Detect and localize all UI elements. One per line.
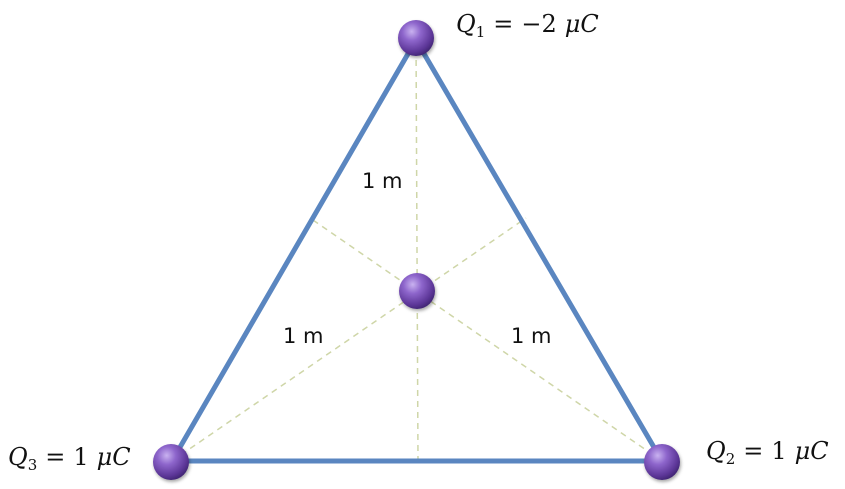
distance-label-left: 1 m: [283, 324, 324, 348]
altitude-bottom-right: [309, 217, 663, 462]
charge-sphere-q1: [398, 20, 434, 56]
guide-lines: [171, 37, 663, 462]
distance-label-top: 1 m: [362, 169, 403, 193]
charge-value: 1: [771, 437, 786, 465]
edge-left: [169, 37, 419, 464]
charge-sphere-q2: [644, 444, 680, 480]
distance-labels: 1 m 1 m 1 m: [283, 169, 552, 348]
charge-symbol: Q: [706, 437, 726, 465]
charge-symbol: Q: [456, 10, 476, 38]
altitude-top: [415, 37, 419, 462]
charge-unit: μC: [795, 437, 829, 465]
equals-sign: =: [493, 10, 513, 38]
charge-index: 1: [476, 23, 486, 41]
charge-value: 1: [73, 443, 88, 471]
altitude-bottom-left: [171, 217, 527, 462]
charge-index: 2: [726, 450, 736, 468]
charge-unit: μC: [97, 443, 131, 471]
charge-value: −2: [521, 10, 556, 38]
charge-unit: μC: [565, 10, 599, 38]
edge-right: [413, 37, 665, 464]
charges: [153, 20, 680, 480]
charge-sphere-q3: [153, 444, 189, 480]
triangle: [169, 37, 665, 464]
charge-symbol: Q: [8, 443, 28, 471]
charge-label-q1: Q1 = −2 μC: [456, 10, 599, 41]
charge-index: 3: [28, 456, 38, 474]
equals-sign: =: [743, 437, 763, 465]
equals-sign: =: [45, 443, 65, 471]
charge-label-q3: Q3 = 1 μC: [8, 443, 131, 474]
charge-label-q2: Q2 = 1 μC: [706, 437, 829, 468]
distance-label-right: 1 m: [511, 324, 552, 348]
center-sphere: [399, 273, 435, 309]
